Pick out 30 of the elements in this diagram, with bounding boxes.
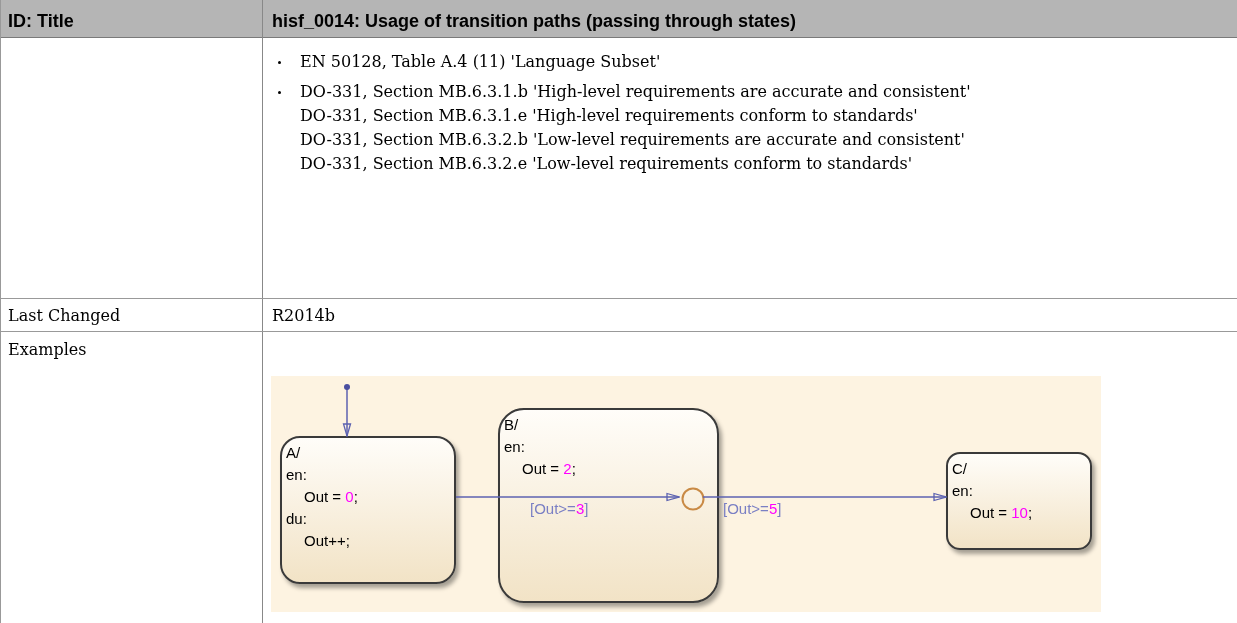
state-label: Out++;	[303, 531, 350, 551]
transition-arrow	[702, 492, 947, 502]
state-label: C/	[952, 459, 967, 479]
row-label: Examples	[8, 339, 87, 361]
edge-label: [Out>=5]	[723, 500, 782, 518]
state-box	[280, 436, 456, 584]
reference-text: DO-331, Section MB.6.3.2.b 'Low-level requirements are accurate and consistent'	[300, 130, 965, 149]
state-label: A/	[286, 443, 301, 463]
reference-text: DO-331, Section MB.6.3.1.b 'High-level requirements are accurate and consistent'	[300, 82, 971, 101]
state-box	[946, 452, 1092, 550]
state-label: Out = 10;	[969, 503, 1033, 523]
reference-text: DO-331, Section MB.6.3.1.e 'High-level requirements conform to standards'	[300, 106, 918, 125]
state-label: en:	[504, 437, 525, 457]
state-label: en:	[286, 465, 307, 485]
state-label: Out = 2;	[521, 459, 576, 479]
state-label: Out = 0;	[303, 487, 358, 507]
transition-arrow	[455, 492, 680, 502]
edge-label: [Out>=3]	[530, 500, 589, 518]
reference-text: EN 50128, Table A.4 (11) 'Language Subset'	[300, 52, 661, 71]
state-label: en:	[952, 481, 973, 501]
transition-arrow	[342, 384, 352, 437]
junction-circle	[681, 487, 705, 511]
reference-text: DO-331, Section MB.6.3.2.e 'Low-level requirements conform to standards'	[300, 154, 913, 173]
state-label: du:	[286, 509, 307, 529]
row-label: Last Changed	[8, 305, 121, 327]
header-text: ID: Title	[8, 10, 74, 33]
state-box	[498, 408, 719, 603]
header-text: hisf_0014: Usage of transition paths (passing through states)	[272, 10, 797, 33]
state-label: B/	[504, 415, 519, 435]
row-value: R2014b	[272, 305, 335, 327]
